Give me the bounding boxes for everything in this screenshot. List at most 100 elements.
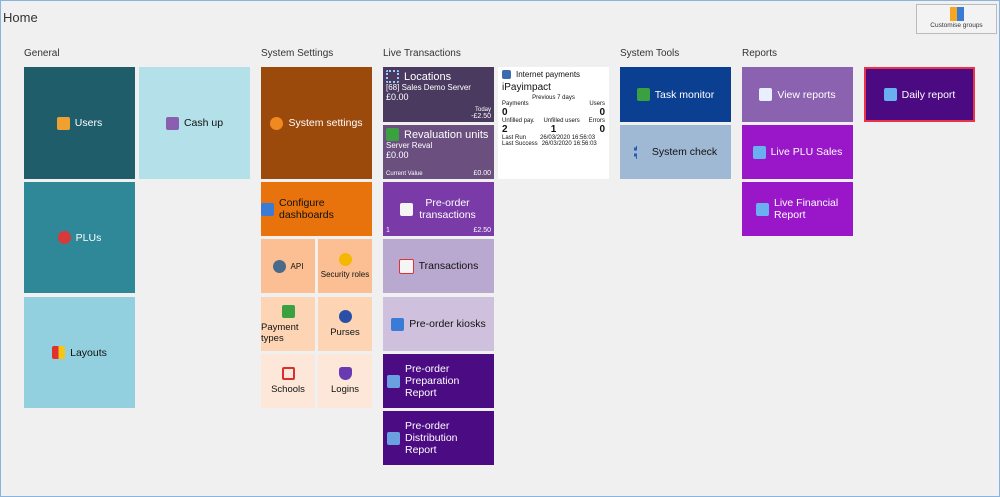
daily-report-icon xyxy=(883,88,897,101)
shield-user-icon xyxy=(338,367,352,380)
tile-api[interactable]: API xyxy=(261,239,315,293)
school-icon xyxy=(281,367,295,380)
payment-icon xyxy=(281,304,295,318)
unfilled-pay-label: Unfilled pay. xyxy=(502,118,535,124)
api-gear-icon xyxy=(272,259,286,273)
label: Daily report xyxy=(901,88,956,101)
book-icon xyxy=(399,202,413,216)
label: Pre-order Distribution Report xyxy=(405,420,458,456)
label: Pre-order kiosks xyxy=(409,318,486,330)
tile-live-plu-sales[interactable]: Live PLU Sales xyxy=(742,125,853,179)
label: Live PLU Sales xyxy=(770,146,843,158)
monitor-icon xyxy=(636,88,650,101)
label: Security roles xyxy=(320,270,370,279)
amount: £0.00 xyxy=(386,150,409,160)
errors-value: 0 xyxy=(599,124,605,135)
last-run-label: Last Run xyxy=(502,135,527,141)
amount: £2.50 xyxy=(473,227,491,234)
tile-pre-order-kiosks[interactable]: Pre-order kiosks xyxy=(383,297,494,351)
label: Schools xyxy=(271,384,305,395)
page-title: Home xyxy=(3,10,38,25)
group-system-tools: System Tools xyxy=(620,48,680,59)
cash-icon xyxy=(386,128,399,141)
grid-icon xyxy=(949,7,964,21)
group-system-settings: System Settings xyxy=(261,48,334,59)
tile-task-monitor[interactable]: Task monitor xyxy=(620,67,731,122)
label: Revaluation units xyxy=(404,128,489,141)
errors-label: Errors xyxy=(588,118,605,124)
layout-icon xyxy=(52,346,66,359)
count: 1 xyxy=(386,227,390,234)
computer-icon xyxy=(502,70,511,79)
tile-plus[interactable]: PLUs xyxy=(24,182,135,293)
label: System settings xyxy=(288,117,363,129)
tile-configure-dashboards[interactable]: Configure dashboards xyxy=(261,182,372,236)
gears-icon xyxy=(270,116,284,130)
tile-distribution-report[interactable]: Pre-order Distribution Report xyxy=(383,411,494,465)
payments-value: 0 xyxy=(502,107,508,118)
kiosk-icon xyxy=(391,317,405,331)
tile-purses[interactable]: Purses xyxy=(318,297,372,351)
tile-view-reports[interactable]: View reports xyxy=(742,67,853,122)
label: System check xyxy=(651,146,718,158)
report-icon xyxy=(387,431,400,445)
label: Logins xyxy=(331,384,359,395)
label: View reports xyxy=(777,88,836,101)
server-name: [68] Sales Demo Server xyxy=(386,83,471,92)
last-success-label: Last Success xyxy=(502,141,538,147)
cash-register-icon xyxy=(165,116,179,130)
locations-icon xyxy=(386,70,399,83)
tile-live-financial-report[interactable]: Live Financial Report xyxy=(742,182,853,236)
tile-daily-report[interactable]: Daily report xyxy=(864,67,975,122)
tile-schools[interactable]: Schools xyxy=(261,354,315,408)
tile-payment-types[interactable]: Payment types xyxy=(261,297,315,351)
tile-internet-payments[interactable]: Internet payments iPayimpact Previous 7 … xyxy=(498,67,609,179)
today-label: Today xyxy=(474,107,491,113)
label: Users xyxy=(74,117,103,129)
label: Internet payments xyxy=(516,70,581,79)
tile-users[interactable]: Users xyxy=(24,67,135,179)
tile-pre-order-transactions[interactable]: Pre-order transactions 1 £2.50 xyxy=(383,182,494,236)
search-book-icon xyxy=(398,258,414,274)
tile-security-roles[interactable]: Security roles xyxy=(318,239,372,293)
tile-preparation-report[interactable]: Pre-order Preparation Report xyxy=(383,354,494,408)
customise-groups-button[interactable]: Customise groups xyxy=(916,4,997,34)
label: Purses xyxy=(330,327,360,338)
label: Pre-order Preparation Report xyxy=(405,363,460,399)
table-icon xyxy=(756,202,769,216)
report-icon xyxy=(387,374,400,388)
label: Live Financial Report xyxy=(774,197,839,221)
label: Pre-order transactions xyxy=(419,197,476,221)
money-bag-icon xyxy=(338,310,352,323)
tile-revaluation-units[interactable]: Revaluation units Server Reval £0.00 Cur… xyxy=(383,125,494,179)
unfilled-users-label: Unfilled users xyxy=(543,118,580,124)
last-run-value: 26/03/2020 16:56:03 xyxy=(540,135,596,141)
label: PLUs xyxy=(75,231,102,244)
tile-locations[interactable]: Locations [68] Sales Demo Server £0.00 T… xyxy=(383,67,494,122)
tile-system-settings[interactable]: System settings xyxy=(261,67,372,179)
customise-label: Customise groups xyxy=(930,22,983,29)
label: Locations xyxy=(404,70,452,83)
group-reports: Reports xyxy=(742,48,778,59)
unfilled-users-value: 1 xyxy=(550,124,557,135)
tile-transactions[interactable]: Transactions xyxy=(383,239,494,293)
masks-icon xyxy=(338,253,352,266)
label: Layouts xyxy=(70,346,107,359)
users-value: 0 xyxy=(599,107,605,118)
users-icon xyxy=(56,116,70,130)
payments-label: Payments xyxy=(502,101,529,107)
checklist-icon xyxy=(633,145,647,159)
dashboard-icon xyxy=(261,202,274,216)
period: Previous 7 days xyxy=(532,95,575,101)
tile-system-check[interactable]: System check xyxy=(620,125,731,179)
tile-cash-up[interactable]: Cash up xyxy=(139,67,250,179)
users-label: Users xyxy=(589,101,605,107)
amount: £0.00 xyxy=(386,92,409,102)
server-name: Server Reval xyxy=(386,141,433,150)
group-live-transactions: Live Transactions xyxy=(383,48,461,59)
apple-icon xyxy=(57,231,71,244)
tile-layouts[interactable]: Layouts xyxy=(24,297,135,408)
table-icon xyxy=(752,145,766,159)
report-search-icon xyxy=(759,88,773,101)
tile-logins[interactable]: Logins xyxy=(318,354,372,408)
